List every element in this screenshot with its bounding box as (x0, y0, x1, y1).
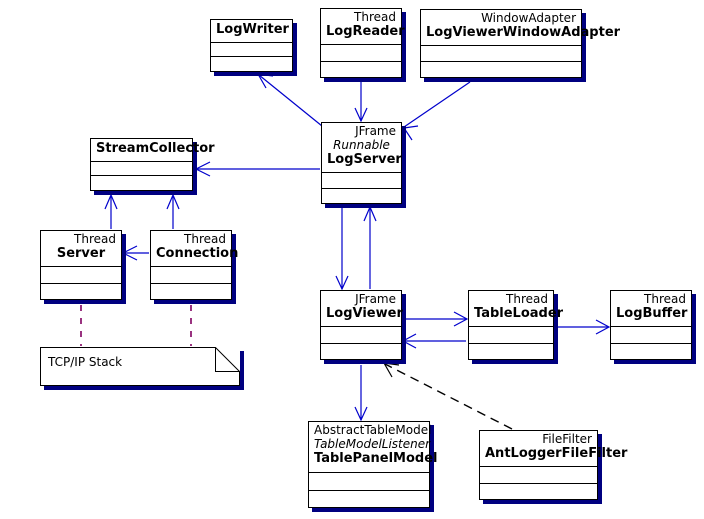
class-attributes-log-buffer (611, 327, 691, 344)
edge-logviewer-to-logserver (363, 205, 377, 289)
class-name-stream-collector: StreamCollector (96, 141, 215, 156)
edge-tableloader-to-logviewer (401, 333, 466, 349)
class-attributes-log-writer (211, 43, 292, 57)
class-attributes-ant-logger-file-filter (480, 467, 597, 484)
class-name-log-buffer: LogBuffer (616, 306, 688, 321)
class-header-connection: Thread Connection (151, 231, 239, 267)
class-attributes-log-reader (321, 45, 401, 62)
class-box-connection[interactable]: Thread Connection (150, 230, 239, 300)
class-superclass-server: Thread (74, 232, 116, 246)
class-interface-log-server: Runnable (333, 138, 390, 152)
class-superclass-log-reader: Thread (354, 10, 396, 24)
class-superclass-log-server: JFrame (355, 124, 396, 138)
class-header-stream-collector: StreamCollector (91, 139, 215, 162)
class-header-log-buffer: Thread LogBuffer (611, 291, 691, 327)
class-header-log-reader: Thread LogReader (321, 9, 405, 45)
edge-connection-to-server (121, 245, 149, 261)
class-operations-log-server (322, 189, 401, 204)
class-operations-server (41, 284, 121, 300)
class-box-stream-collector[interactable]: StreamCollector (90, 138, 215, 191)
class-attributes-table-loader (469, 327, 553, 344)
class-operations-stream-collector (91, 176, 192, 190)
class-superclass-table-loader: Thread (506, 292, 548, 306)
class-attributes-connection (151, 267, 231, 284)
class-attributes-stream-collector (91, 162, 192, 176)
edge-logreader-to-logserver (354, 82, 368, 123)
class-name-log-writer: LogWriter (216, 22, 289, 37)
class-name-table-loader: TableLoader (474, 306, 564, 321)
edge-tableloader-to-logbuffer (556, 319, 611, 335)
class-name-log-server: LogServer (327, 152, 402, 167)
class-attributes-table-panel-model (309, 473, 429, 491)
note-tcp-ip-stack[interactable]: TCP/IP Stack (40, 347, 240, 386)
class-box-table-panel-model[interactable]: AbstractTableModel TableModelListener Ta… (308, 421, 438, 508)
class-operations-table-panel-model (309, 491, 429, 508)
edge-windowadapter-to-logserver (402, 81, 471, 141)
class-operations-ant-logger-file-filter (480, 484, 597, 500)
class-header-log-viewer-window-adapter: WindowAdapter LogViewerWindowAdapter (421, 10, 621, 46)
class-operations-log-writer (211, 57, 292, 71)
class-superclass-log-buffer: Thread (644, 292, 686, 306)
class-header-ant-logger-file-filter: FileFilter AntLoggerFileFilter (480, 431, 628, 467)
class-name-table-panel-model: TablePanelModel (314, 451, 438, 466)
class-operations-table-loader (469, 344, 553, 360)
class-box-table-loader[interactable]: Thread TableLoader (468, 290, 564, 360)
class-box-log-writer[interactable]: LogWriter (210, 19, 293, 72)
edge-connection-to-streamcollector (166, 193, 180, 229)
class-box-log-viewer[interactable]: JFrame LogViewer (320, 290, 403, 360)
edge-antloggerfilefilter-to-logviewer (382, 362, 513, 430)
class-superclass-table-panel-model: AbstractTableModel (314, 423, 432, 437)
edge-logviewer-to-tableloader (403, 311, 469, 327)
class-header-log-writer: LogWriter (211, 20, 292, 43)
class-name-log-reader: LogReader (326, 24, 405, 39)
class-box-log-server[interactable]: JFrame Runnable LogServer (321, 122, 402, 204)
class-name-connection: Connection (156, 246, 239, 261)
class-attributes-server (41, 267, 121, 284)
class-operations-log-reader (321, 62, 401, 78)
edge-server-to-streamcollector (104, 193, 118, 229)
class-superclass-ant-logger-file-filter: FileFilter (542, 432, 592, 446)
edge-logviewer-to-tablepanelmodel (354, 365, 368, 422)
class-box-server[interactable]: Thread Server (40, 230, 122, 300)
class-name-log-viewer-window-adapter: LogViewerWindowAdapter (426, 25, 621, 40)
class-name-ant-logger-file-filter: AntLoggerFileFilter (485, 446, 628, 461)
class-header-log-viewer: JFrame LogViewer (321, 291, 403, 327)
class-superclass-log-viewer-window-adapter: WindowAdapter (481, 11, 576, 25)
class-operations-log-viewer (321, 344, 401, 360)
class-header-log-server: JFrame Runnable LogServer (322, 123, 402, 173)
edge-logserver-to-logviewer (335, 208, 349, 291)
class-header-table-loader: Thread TableLoader (469, 291, 564, 327)
class-name-server: Server (56, 246, 106, 261)
class-attributes-log-server (322, 173, 401, 189)
edge-logserver-to-streamcollector (194, 161, 320, 177)
class-box-log-reader[interactable]: Thread LogReader (320, 8, 405, 78)
class-box-log-buffer[interactable]: Thread LogBuffer (610, 290, 692, 360)
class-operations-log-viewer-window-adapter (421, 62, 581, 77)
note-label-tcp-ip-stack: TCP/IP Stack (48, 355, 123, 369)
class-attributes-log-viewer-window-adapter (421, 46, 581, 62)
class-header-server: Thread Server (41, 231, 121, 267)
class-attributes-log-viewer (321, 327, 401, 344)
note-shape-tcp-ip-stack (40, 347, 240, 386)
edge-logserver-to-logwriter (256, 73, 323, 127)
class-superclass-log-viewer: JFrame (355, 292, 396, 306)
class-box-log-viewer-window-adapter[interactable]: WindowAdapter LogViewerWindowAdapter (420, 9, 621, 78)
class-name-log-viewer: LogViewer (326, 306, 403, 321)
class-operations-connection (151, 284, 231, 300)
class-header-table-panel-model: AbstractTableModel TableModelListener Ta… (309, 422, 438, 473)
class-superclass-connection: Thread (184, 232, 226, 246)
class-box-ant-logger-file-filter[interactable]: FileFilter AntLoggerFileFilter (479, 430, 628, 500)
class-interface-table-panel-model: TableModelListener (314, 437, 431, 451)
class-operations-log-buffer (611, 344, 691, 360)
